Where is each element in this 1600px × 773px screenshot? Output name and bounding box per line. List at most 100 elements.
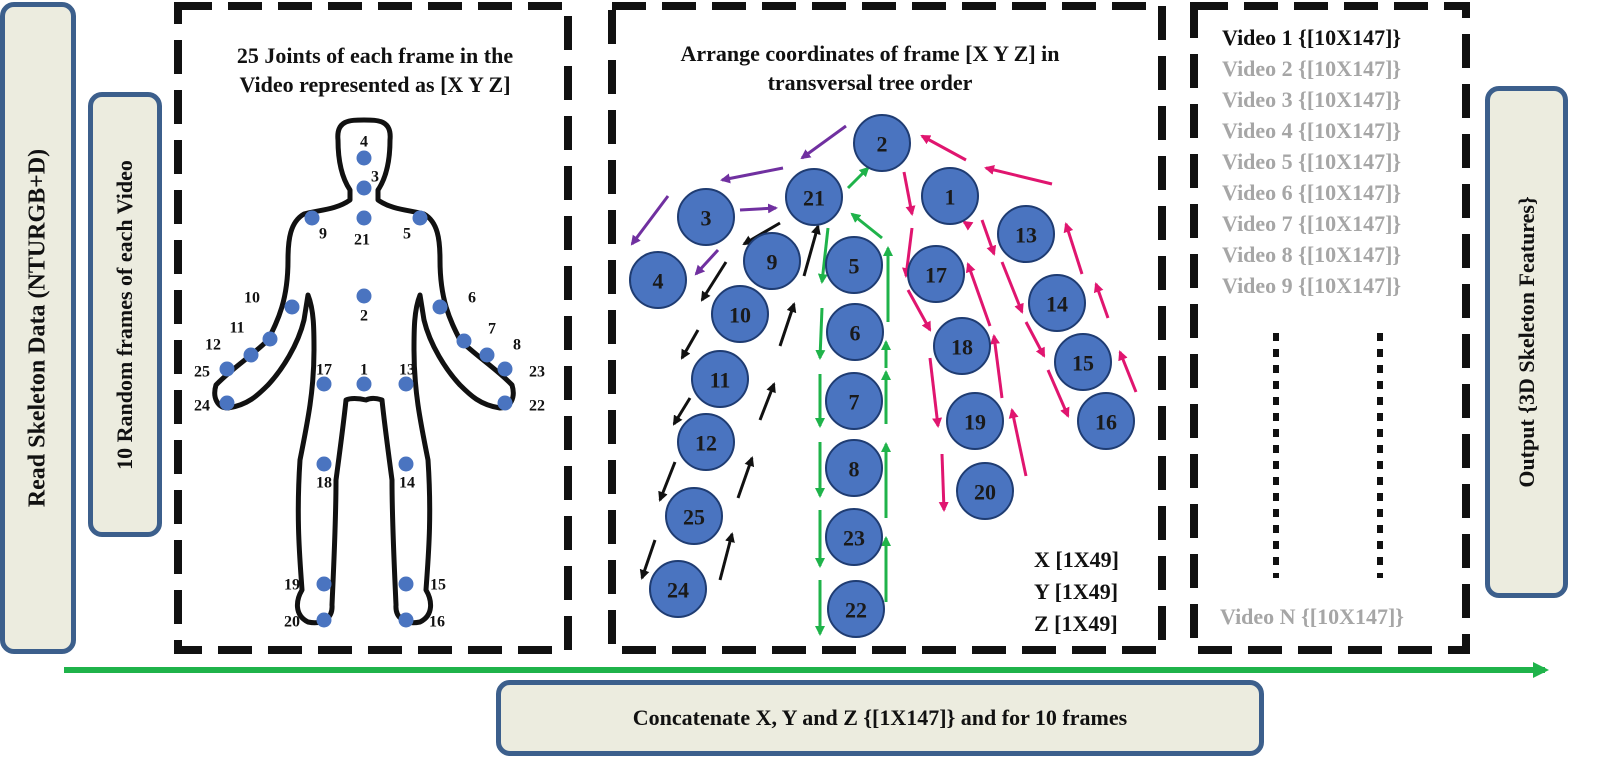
tree-node-5-circle bbox=[825, 236, 883, 294]
tree-node-7-label: 7 bbox=[849, 390, 860, 415]
video-item: Video 2 {[10X147]} bbox=[1222, 56, 1402, 81]
body-joint-3-dot bbox=[356, 180, 372, 196]
tree-node-13-label: 13 bbox=[1015, 223, 1037, 248]
tree-node-21-label: 21 bbox=[803, 186, 825, 211]
body-joint-21-dot bbox=[356, 210, 372, 226]
body-joint-17-dot bbox=[316, 376, 332, 392]
body-joint-16-dot bbox=[398, 612, 414, 628]
tree-arrow-pink bbox=[990, 334, 1004, 399]
tree-arrow-pink bbox=[1093, 282, 1110, 319]
tree-arrow-pink bbox=[902, 171, 916, 216]
tree-arrow-green bbox=[850, 212, 883, 240]
body-joint-19-dot bbox=[316, 576, 332, 592]
tree-arrow-pink bbox=[920, 134, 967, 162]
tree-node-9-circle bbox=[743, 232, 801, 290]
tree-node-11-label: 11 bbox=[710, 368, 731, 393]
tree-arrow-black bbox=[758, 382, 776, 421]
body-joint-1-label: 1 bbox=[360, 362, 368, 379]
read-skeleton-box: Read Skeleton Data (NTURGB+D) bbox=[0, 2, 76, 654]
video-item: Video 1 {[10X147]} bbox=[1222, 25, 1402, 50]
tree-arrow-black bbox=[639, 539, 657, 580]
body-joint-16-label: 16 bbox=[429, 614, 445, 631]
body-joint-1-dot bbox=[356, 376, 372, 392]
body-joint-7-label: 7 bbox=[488, 321, 496, 338]
body-joint-9-label: 9 bbox=[319, 226, 327, 243]
tree-node-4-label: 4 bbox=[653, 269, 664, 294]
tree-node-8-label: 8 bbox=[849, 457, 860, 482]
tree-node-16-circle bbox=[1077, 392, 1135, 450]
video-item: Video 5 {[10X147]} bbox=[1222, 149, 1402, 174]
tree-node-5-label: 5 bbox=[849, 254, 860, 279]
tree-node-25-circle bbox=[665, 487, 723, 545]
video-item: Video 4 {[10X147]} bbox=[1222, 118, 1402, 143]
tree-arrow-black bbox=[802, 224, 821, 277]
tree-arrow-purple bbox=[800, 124, 847, 160]
panel-joints-border bbox=[174, 2, 572, 654]
tree-node-20-circle bbox=[956, 462, 1014, 520]
tree-arrow-pink bbox=[1008, 408, 1028, 477]
video-list: Video 1 {[10X147]} Video 2 {[10X147]} Vi… bbox=[1222, 22, 1401, 301]
tree-arrow-black bbox=[736, 456, 755, 499]
tree-node-6-label: 6 bbox=[850, 321, 861, 346]
body-joint-10-label: 10 bbox=[244, 290, 260, 307]
body-joint-18-label: 18 bbox=[316, 475, 332, 492]
body-joint-6-label: 6 bbox=[468, 290, 476, 307]
tree-node-6-circle bbox=[826, 303, 884, 361]
body-joint-8-label: 8 bbox=[513, 337, 521, 354]
tree-node-3-label: 3 bbox=[701, 206, 712, 231]
tree-node-14-circle bbox=[1028, 274, 1086, 332]
tree-node-14-label: 14 bbox=[1046, 292, 1068, 317]
output-box: Output {3D Skeleton Features} bbox=[1485, 86, 1568, 598]
body-joint-21-label: 21 bbox=[354, 232, 370, 249]
tree-node-2-circle bbox=[853, 114, 911, 172]
z-dimension: Z [1X49] bbox=[1034, 611, 1118, 636]
tree-node-19-circle bbox=[946, 392, 1004, 450]
tree-node-2-label: 2 bbox=[877, 132, 888, 157]
body-joint-19-label: 19 bbox=[284, 577, 300, 594]
tree-node-10-circle bbox=[711, 285, 769, 343]
body-joint-24-label: 24 bbox=[194, 398, 210, 415]
body-joint-11-dot bbox=[262, 331, 278, 347]
tree-node-22-circle bbox=[827, 580, 885, 638]
tree-arrow-purple bbox=[630, 195, 670, 246]
tree-arrow-purple bbox=[694, 248, 720, 276]
body-joint-14-label: 14 bbox=[399, 475, 415, 492]
body-joint-3-label: 3 bbox=[371, 169, 379, 186]
random-frames-box: 10 Random frames of each Video bbox=[88, 92, 162, 537]
tree-arrow-pink bbox=[906, 289, 932, 332]
tree-arrow-pink bbox=[965, 262, 992, 327]
concatenate-box: Concatenate X, Y and Z {[1X147]} and for… bbox=[496, 680, 1264, 756]
tree-node-17-label: 17 bbox=[925, 263, 947, 288]
tree-node-18-circle bbox=[933, 317, 991, 375]
body-joint-25-label: 25 bbox=[194, 364, 210, 381]
body-joint-15-dot bbox=[398, 576, 414, 592]
body-joint-9-dot bbox=[304, 210, 320, 226]
tree-arrow-black bbox=[742, 221, 781, 246]
tree-node-10-label: 10 bbox=[729, 303, 751, 328]
body-joint-12-dot bbox=[243, 347, 259, 363]
tree-arrow-purple bbox=[720, 166, 784, 184]
body-joint-22-dot bbox=[497, 395, 513, 411]
tree-arrow-green bbox=[815, 307, 826, 360]
tree-node-23-label: 23 bbox=[843, 526, 865, 551]
body-joint-23-dot bbox=[497, 361, 513, 377]
tree-arrow-pink bbox=[1046, 369, 1070, 418]
panel-tree-title-line1: Arrange coordinates of frame [X Y Z] in bbox=[680, 41, 1060, 66]
body-joint-17-label: 17 bbox=[316, 362, 332, 379]
tree-arrow-pink bbox=[928, 357, 943, 428]
tree-arrow-pink bbox=[980, 219, 997, 256]
tree-node-9-label: 9 bbox=[767, 250, 778, 275]
tree-node-24-label: 24 bbox=[667, 578, 689, 603]
panel-joints-title-line1: 25 Joints of each frame in the bbox=[236, 43, 514, 68]
tree-node-24-circle bbox=[649, 560, 707, 618]
y-dimension: Y [1X49] bbox=[1034, 579, 1119, 604]
body-joint-13-dot bbox=[398, 376, 414, 392]
video-item: Video 6 {[10X147]} bbox=[1222, 180, 1402, 205]
body-joint-20-dot bbox=[316, 612, 332, 628]
video-item: Video 9 {[10X147]} bbox=[1222, 273, 1402, 298]
body-joint-7-dot bbox=[456, 333, 472, 349]
tree-arrow-black bbox=[680, 329, 700, 360]
body-joint-24-dot bbox=[219, 395, 235, 411]
tree-node-23-circle bbox=[825, 508, 883, 566]
